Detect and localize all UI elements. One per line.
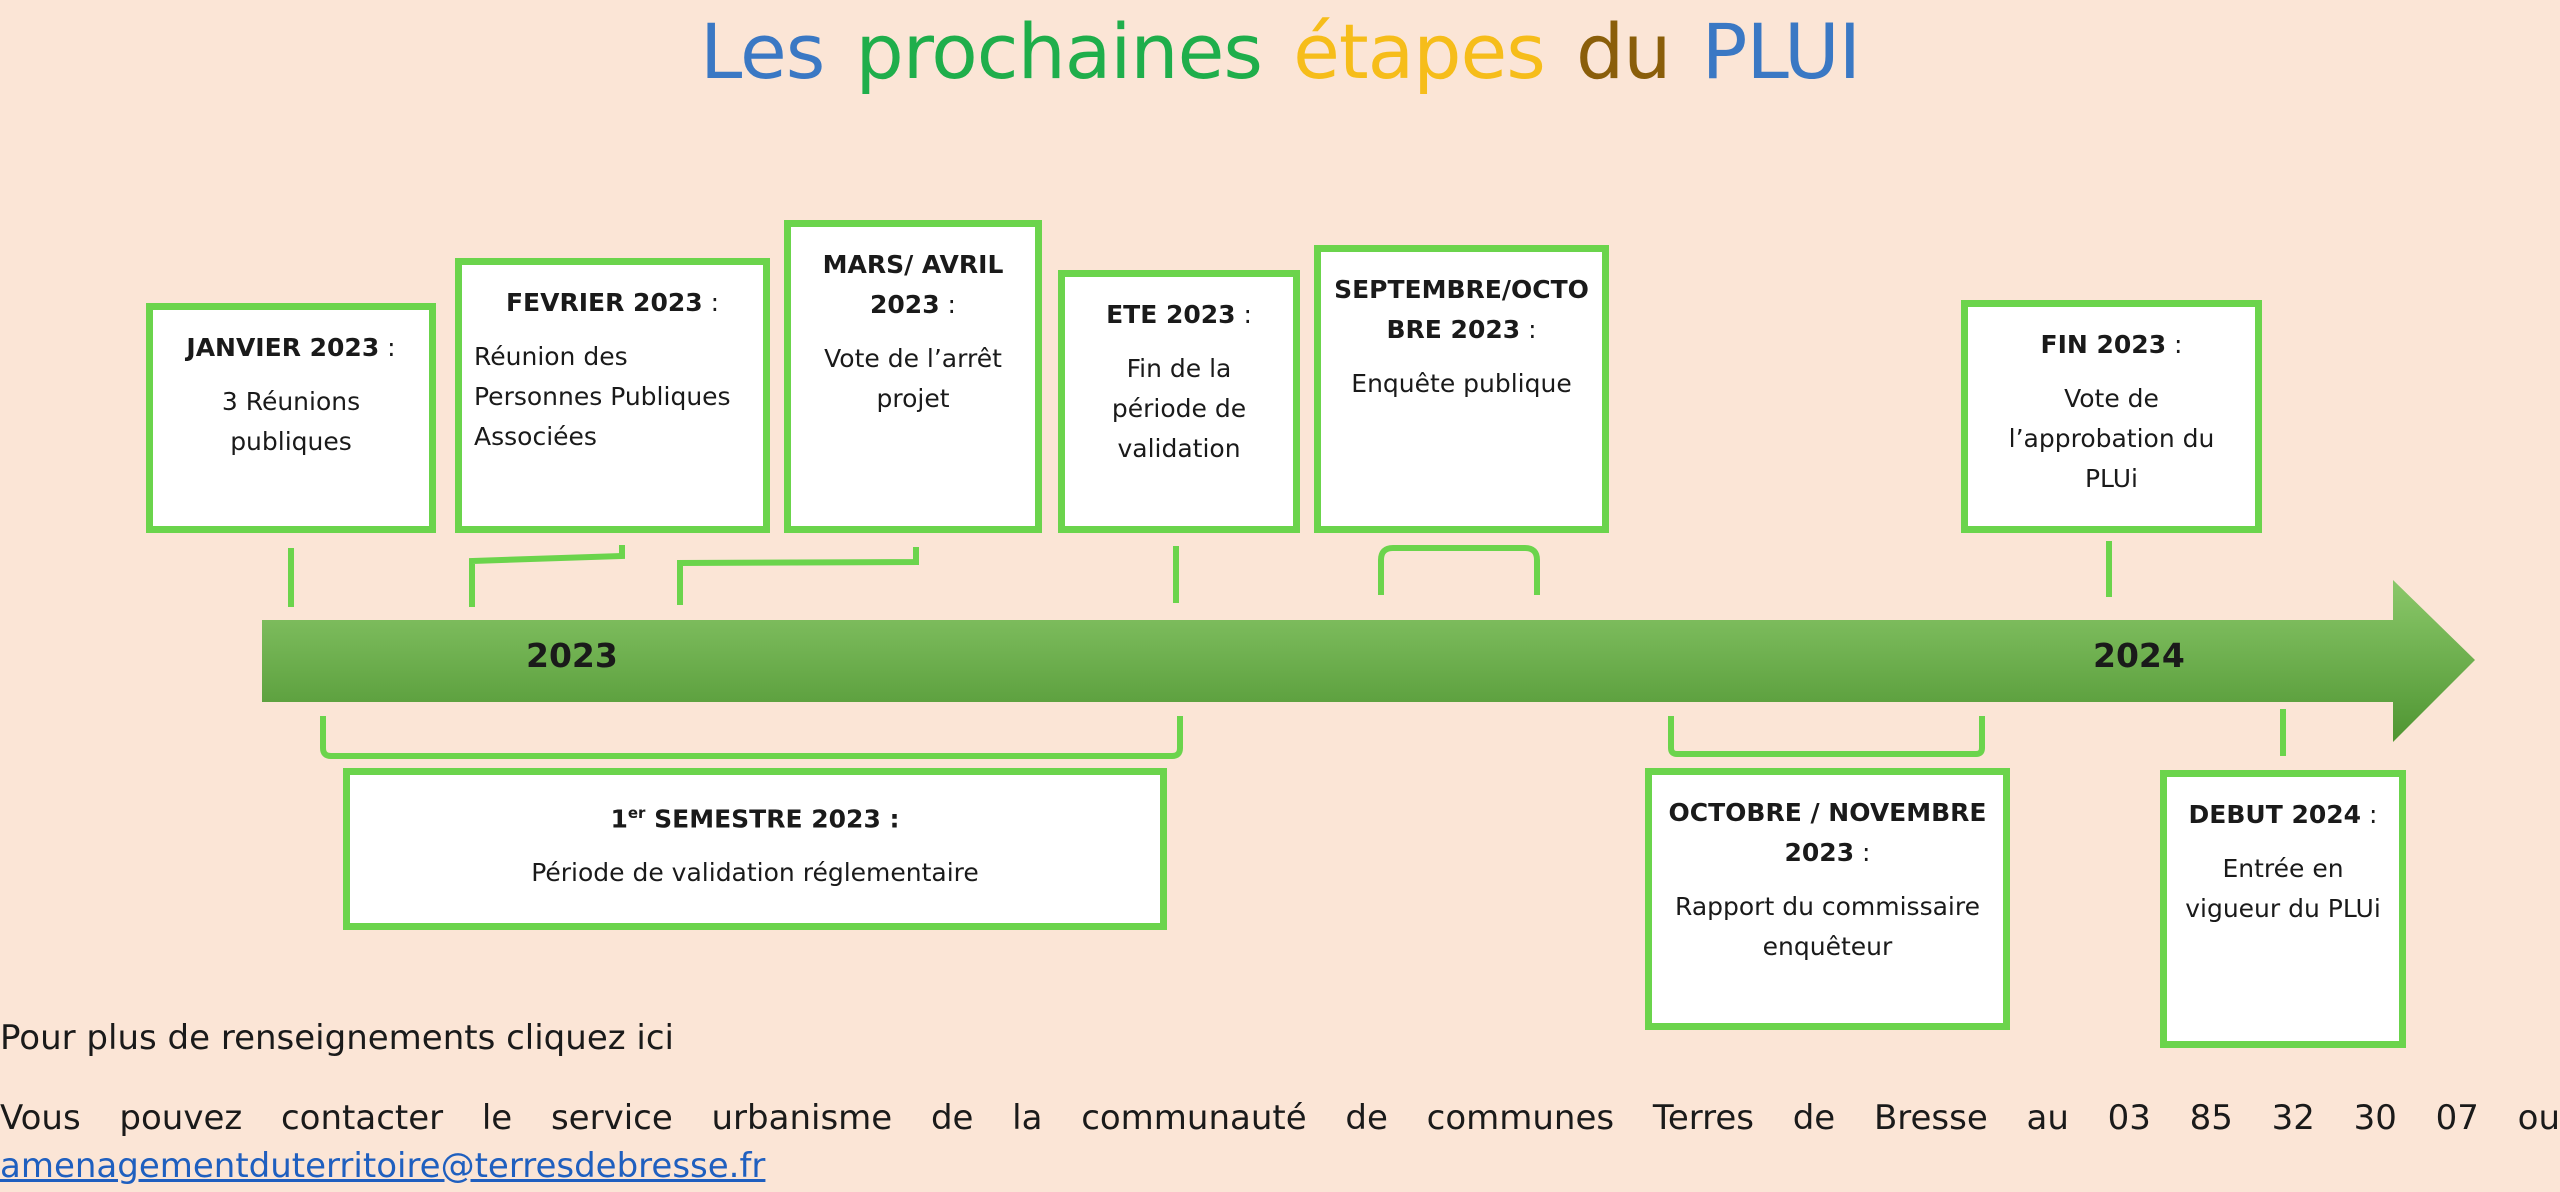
step-description: Entrée en vigueur du PLUi [2185,854,2381,923]
step-date: DEBUT 2024 : [2188,800,2378,829]
step-description: Enquête publique [1351,369,1572,398]
contact-word: 03 [2107,1098,2151,1138]
contact-word: 85 [2189,1098,2233,1138]
step-date: SEPTEMBRE/OCTOBRE 2023 : [1334,275,1589,344]
step-date: ETE 2023 : [1106,300,1252,329]
page-title: Les prochaines étapes du PLUI [0,4,2560,100]
email-link[interactable]: amenagementduterritoire@terresdebresse.f… [0,1146,766,1186]
connectors [288,541,2286,759]
title-word-4: du [1576,7,1671,96]
step-description: Rapport du commissaire enquêteur [1675,892,1980,961]
contact-word: Bresse [1873,1098,1988,1138]
more-info-link[interactable]: Pour plus de renseignements cliquez ici [0,1018,674,1058]
contact-word: 30 [2353,1098,2397,1138]
step-description: Fin de la période de validation [1111,354,1247,463]
contact-word: 32 [2271,1098,2315,1138]
contact-word: le [481,1098,513,1138]
step-ete-2023: ETE 2023 : Fin de la période de validati… [1058,270,1300,533]
step-date: OCTOBRE / NOVEMBRE 2023 : [1668,798,1987,867]
connector-mars-avril [677,547,919,605]
title-word-2: prochaines [855,7,1262,96]
step-description: 3 Réunions publiques [221,387,361,456]
step-janvier-2023: JANVIER 2023 : 3 Réunions publiques [146,303,436,533]
year-label-2024: 2024 [2093,636,2185,675]
contact-word: pouvez [119,1098,243,1138]
contact-word: Vous [0,1098,81,1138]
year-label-2023: 2023 [526,636,618,675]
connector-septembre [1378,545,1540,595]
contact-word: Terres [1652,1098,1754,1138]
connector-octobre-novembre [1668,716,1985,757]
contact-word: la [1012,1098,1043,1138]
step-date: FIN 2023 : [2040,330,2183,359]
step-date: FEVRIER 2023 : [505,288,720,317]
contact-word: urbanisme [711,1098,893,1138]
title-word-5: PLUI [1701,7,1861,96]
contact-word: ou [2517,1098,2560,1138]
title-word-1: Les [699,7,825,96]
contact-word: de [1792,1098,1836,1138]
step-fevrier-2023: FEVRIER 2023 : Réunion des Personnes Pub… [455,258,770,533]
connector-fevrier [469,545,625,607]
contact-word: communauté [1081,1098,1307,1138]
contact-word: communes [1426,1098,1615,1138]
contact-word: service [550,1098,673,1138]
step-date: 1er SEMESTRE 2023 : [610,804,900,834]
timeline-arrow [262,580,2475,742]
step-description: Période de validation réglementaire [531,858,979,888]
contact-word: de [1345,1098,1388,1138]
step-septembre-octobre-2023: SEPTEMBRE/OCTOBRE 2023 : Enquête publiqu… [1314,245,1609,533]
contact-word: 07 [2435,1098,2479,1138]
step-date: MARS/ AVRIL 2023 : [822,250,1004,319]
step-octobre-novembre-2023: OCTOBRE / NOVEMBRE 2023 : Rapport du com… [1645,768,2010,1030]
step-mars-avril-2023: MARS/ AVRIL 2023 : Vote de l’arrêt proje… [784,220,1042,533]
title-word-3: étapes [1293,7,1546,96]
step-date: JANVIER 2023 : [186,333,396,362]
contact-word: de [930,1098,974,1138]
step-premier-semestre-2023: 1er SEMESTRE 2023 : Période de validatio… [343,768,1167,930]
contact-word: contacter [280,1098,444,1138]
step-debut-2024: DEBUT 2024 : Entrée en vigueur du PLUi [2160,770,2406,1048]
contact-word: au [2026,1098,2069,1138]
connector-semestre [320,716,1183,759]
step-description: Réunion des Personnes Publiques Associée… [474,342,731,451]
step-description: Vote de l’arrêt projet [824,344,1002,413]
step-fin-2023: FIN 2023 : Vote de l’approbation du PLUi [1961,300,2262,533]
step-description: Vote de l’approbation du PLUi [2008,384,2215,493]
